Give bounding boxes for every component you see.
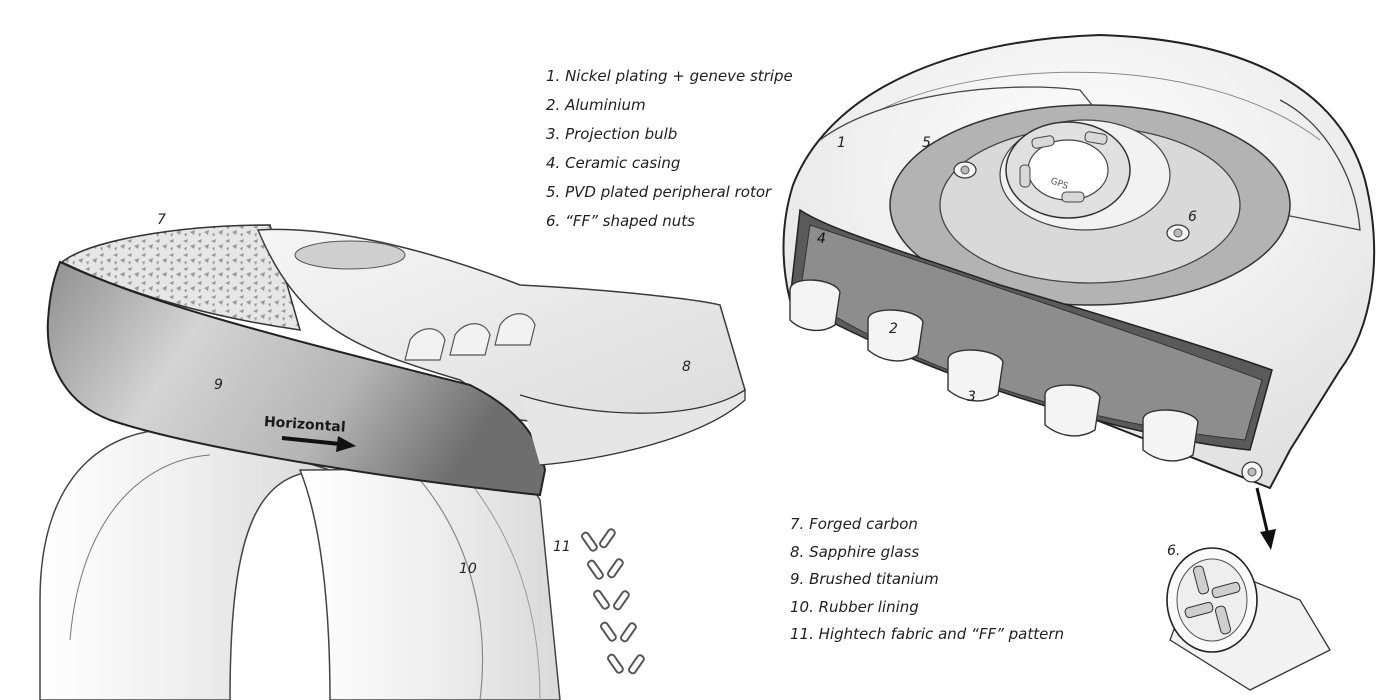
callout-4: 4 <box>817 231 826 247</box>
callout-7: 7 <box>157 212 166 228</box>
legend-bottom: 7. Forged carbon 8. Sapphire glass 9. Br… <box>790 511 1064 649</box>
callout-8: 8 <box>682 359 691 375</box>
callout-3: 3 <box>967 389 976 405</box>
legend-item: 4. Ceramic casing <box>546 154 681 172</box>
projection-bulbs <box>789 279 1199 462</box>
legend-item: 5. PVD plated peripheral rotor <box>546 183 772 201</box>
legend-item: 3. Projection bulb <box>546 125 678 143</box>
legend-item: 8. Sapphire glass <box>790 542 920 561</box>
legend-item: 10. Rubber lining <box>790 597 919 616</box>
legend-item: 2. Aluminium <box>546 96 646 114</box>
legend-item: 9. Brushed titanium <box>790 570 939 588</box>
right-watch-case: GPS <box>782 33 1376 691</box>
legend-item: 7. Forged carbon <box>790 515 918 533</box>
ff-pattern <box>580 528 645 675</box>
callout-5: 5 <box>922 135 931 151</box>
callout-11: 11 <box>553 539 571 555</box>
legend-item: 11. Hightech fabric and “FF” pattern <box>790 625 1065 643</box>
callout-10: 10 <box>459 561 477 577</box>
ff-nut-detail <box>1166 547 1331 691</box>
callout-6: 6 <box>1188 209 1197 225</box>
screw-icon <box>1241 461 1263 483</box>
callout-9: 9 <box>214 377 223 393</box>
callout-6-detail: 6. <box>1167 543 1181 559</box>
left-watch-case <box>46 224 746 497</box>
bulbs-left <box>404 313 536 361</box>
legend-top: 1. Nickel plating + geneve stripe 2. Alu… <box>546 62 793 236</box>
legend-item: 1. Nickel plating + geneve stripe <box>546 67 793 85</box>
legend-item: 6. “FF” shaped nuts <box>546 212 695 230</box>
nut-arrow <box>1255 487 1276 550</box>
callout-1: 1 <box>837 135 846 151</box>
screw-icon <box>953 161 977 179</box>
callout-2: 2 <box>889 321 898 337</box>
horizontal-arrow <box>281 436 356 452</box>
screw-icon <box>1166 224 1190 242</box>
